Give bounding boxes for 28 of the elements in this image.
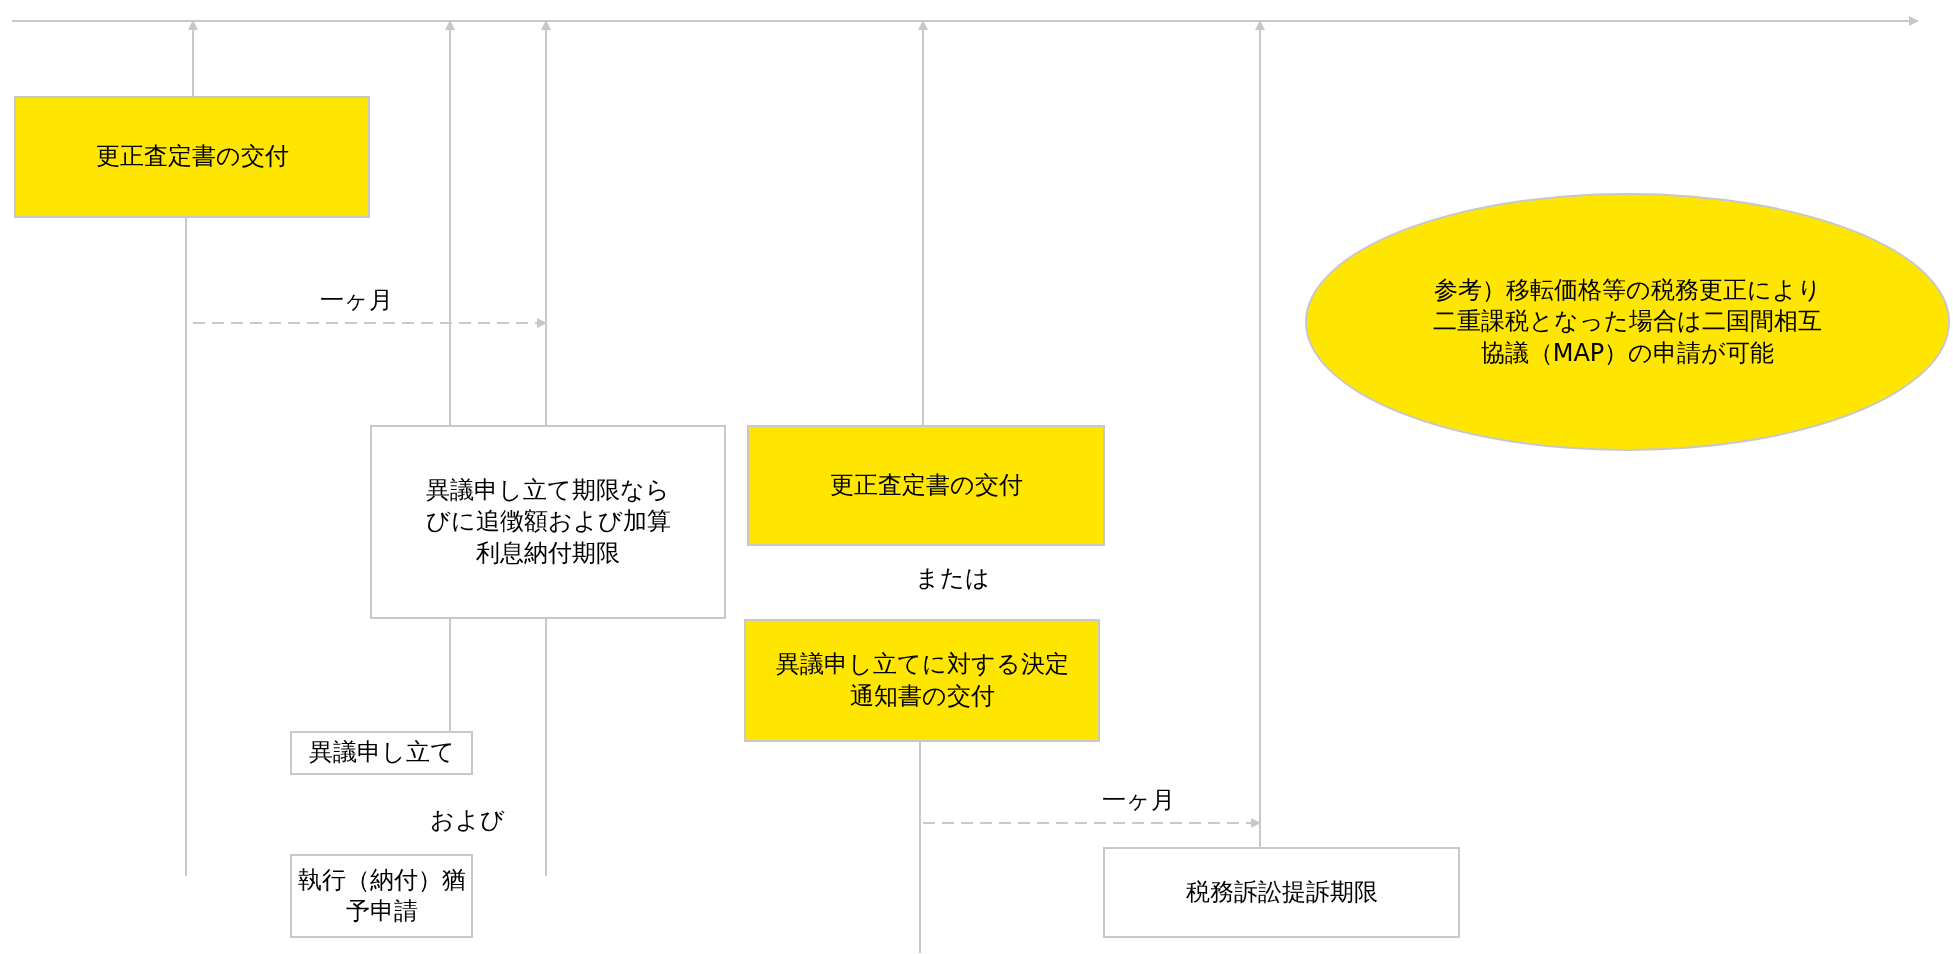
- connector-line: [445, 20, 455, 426]
- event-box: [744, 619, 1100, 742]
- connector-line: [185, 217, 187, 877]
- duration-label: 一ヶ月: [320, 288, 393, 312]
- event-box: [290, 731, 473, 775]
- connector-line: [919, 741, 921, 954]
- box-text: 更正査定書の交付: [95, 141, 289, 173]
- connector-text: および: [430, 808, 505, 832]
- duration-label: 一ヶ月: [1102, 788, 1175, 812]
- box-text: 更正査定書の交付: [829, 469, 1023, 501]
- event-box: [370, 425, 726, 619]
- connector-line: [449, 618, 451, 732]
- box-text: 異議申し立て期限ならびに追徴額および加算利息納付期限: [424, 475, 672, 569]
- connector-line: [545, 618, 547, 877]
- box-text: 異議申し立てに対する決定通知書の交付: [774, 649, 1070, 712]
- connector-text: または: [915, 566, 990, 590]
- event-box: [14, 96, 370, 218]
- connector-line: [188, 20, 198, 97]
- event-box: [1103, 847, 1460, 938]
- box-text: 税務訴訟提訴期限: [1185, 876, 1378, 908]
- connector-line: [541, 20, 551, 426]
- box-text: 参考）移転価格等の税務更正により二重課税となった場合は二国間相互協議（MAP）の申請が可能: [1432, 275, 1823, 369]
- connector-line: [918, 20, 928, 426]
- event-box: [747, 425, 1105, 546]
- connector-line: [1255, 20, 1265, 848]
- box-text: 執行（納付）猶予申請: [296, 864, 467, 927]
- box-text: 異議申し立て: [308, 737, 455, 769]
- event-box: [290, 854, 473, 938]
